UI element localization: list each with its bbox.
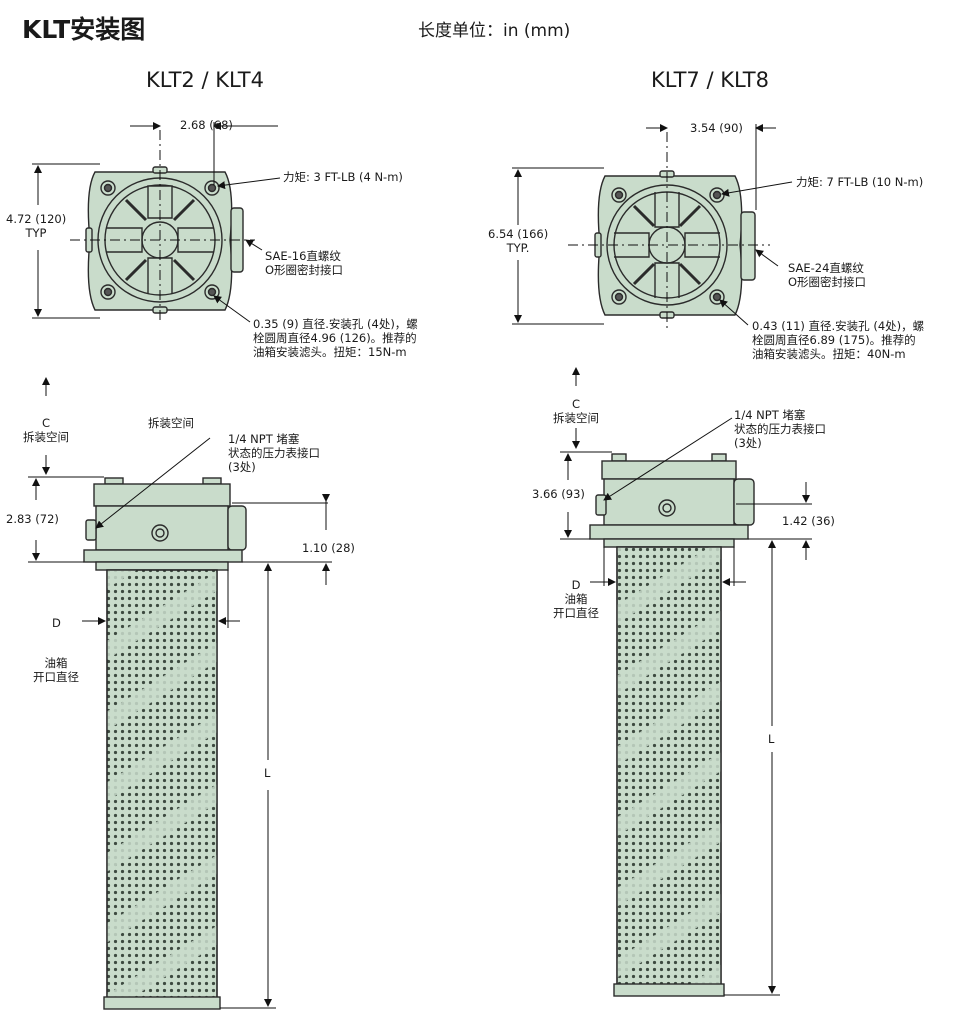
right-c-letter: C <box>571 397 581 411</box>
left-port-line-2: O形圈密封接口 <box>265 263 344 277</box>
left-holes-note: 0.35 (9) 直径.安装孔 (4处)，螺 栓圆周直径4.96 (126)。推… <box>253 317 418 359</box>
right-torque-label: 力矩: 7 FT-LB (10 N-m) <box>796 175 924 189</box>
left-flange-dimension: 1.10 (28) <box>302 541 355 555</box>
right-port-label: SAE-24直螺纹 O形圈密封接口 <box>788 261 866 289</box>
right-height-value: 6.54 (166) <box>488 227 549 241</box>
page-title: KLT安装图 <box>22 15 146 44</box>
left-c-label: C 拆装空间 <box>16 416 76 444</box>
left-npt-label: 1/4 NPT 堵塞 状态的压力表接口 (3处) <box>228 432 320 474</box>
units-note: 长度单位：in (mm) <box>418 21 571 41</box>
left-holes-line-2: 栓圆周直径4.96 (126)。推荐的 <box>253 331 417 345</box>
right-tank-line-1: 油箱 <box>564 592 588 606</box>
right-side-view <box>589 453 755 997</box>
right-c-text: 拆装空间 <box>553 411 599 425</box>
left-d-label: D <box>52 616 61 630</box>
right-d-label-block: D 油箱 开口直径 <box>546 578 606 620</box>
left-port-line-1: SAE-16直螺纹 <box>265 249 341 263</box>
right-head-height-dimension: 3.66 (93) <box>532 487 585 501</box>
right-height-dimension: 6.54 (166) TYP. <box>488 227 548 255</box>
right-height-typ: TYP. <box>506 241 530 255</box>
left-l-label: L <box>264 766 271 780</box>
left-removal-space-label: 拆装空间 <box>148 416 194 430</box>
right-npt-label: 1/4 NPT 堵塞 状态的压力表接口 (3处) <box>734 408 826 450</box>
right-holes-note: 0.43 (11) 直径.安装孔 (4处)，螺 栓圆周直径6.89 (175)。… <box>752 319 924 361</box>
left-width-dimension: 2.68 (68) <box>180 118 233 132</box>
right-width-dimension: 3.54 (90) <box>690 121 743 135</box>
left-c-text: 拆装空间 <box>23 430 69 444</box>
left-height-value: 4.72 (120) <box>6 212 67 226</box>
right-port-line-1: SAE-24直螺纹 <box>788 261 864 275</box>
left-c-letter: C <box>41 416 51 430</box>
right-flange-dimension: 1.42 (36) <box>782 514 835 528</box>
left-npt-line-2: 状态的压力表接口 <box>228 446 320 460</box>
left-torque-label: 力矩: 3 FT-LB (4 N-m) <box>283 170 403 184</box>
left-holes-line-3: 油箱安装滤头。扭矩：15N-m <box>253 345 407 359</box>
right-d-label: D <box>571 578 581 592</box>
right-port-line-2: O形圈密封接口 <box>788 275 867 289</box>
right-c-label: C 拆装空间 <box>546 397 606 425</box>
right-holes-line-2: 栓圆周直径6.89 (175)。推荐的 <box>752 333 916 347</box>
left-npt-line-1: 1/4 NPT 堵塞 <box>228 432 300 446</box>
right-npt-line-1: 1/4 NPT 堵塞 <box>734 408 806 422</box>
left-tank-line-2: 开口直径 <box>33 670 79 684</box>
right-holes-line-1: 0.43 (11) 直径.安装孔 (4处)，螺 <box>752 319 925 333</box>
left-side-view <box>83 477 247 1010</box>
right-npt-line-2: 状态的压力表接口 <box>734 422 826 436</box>
left-model-title: KLT2 / KLT4 <box>146 68 264 92</box>
left-head-height-dimension: 2.83 (72) <box>6 512 59 526</box>
left-npt-line-3: (3处) <box>228 460 256 474</box>
left-tank-line-1: 油箱 <box>44 656 68 670</box>
left-tank-opening-label: 油箱 开口直径 <box>26 656 86 684</box>
right-tank-line-2: 开口直径 <box>553 606 599 620</box>
left-port-label: SAE-16直螺纹 O形圈密封接口 <box>265 249 343 277</box>
right-npt-line-3: (3处) <box>734 436 762 450</box>
left-holes-line-1: 0.35 (9) 直径.安装孔 (4处)，螺 <box>253 317 418 331</box>
left-height-dimension: 4.72 (120) TYP <box>6 212 66 240</box>
right-model-title: KLT7 / KLT8 <box>651 68 769 92</box>
left-height-typ: TYP <box>25 226 47 240</box>
right-holes-line-3: 油箱安装滤头。扭矩：40N-m <box>752 347 906 361</box>
left-top-view <box>85 166 244 314</box>
right-l-label: L <box>768 732 775 746</box>
